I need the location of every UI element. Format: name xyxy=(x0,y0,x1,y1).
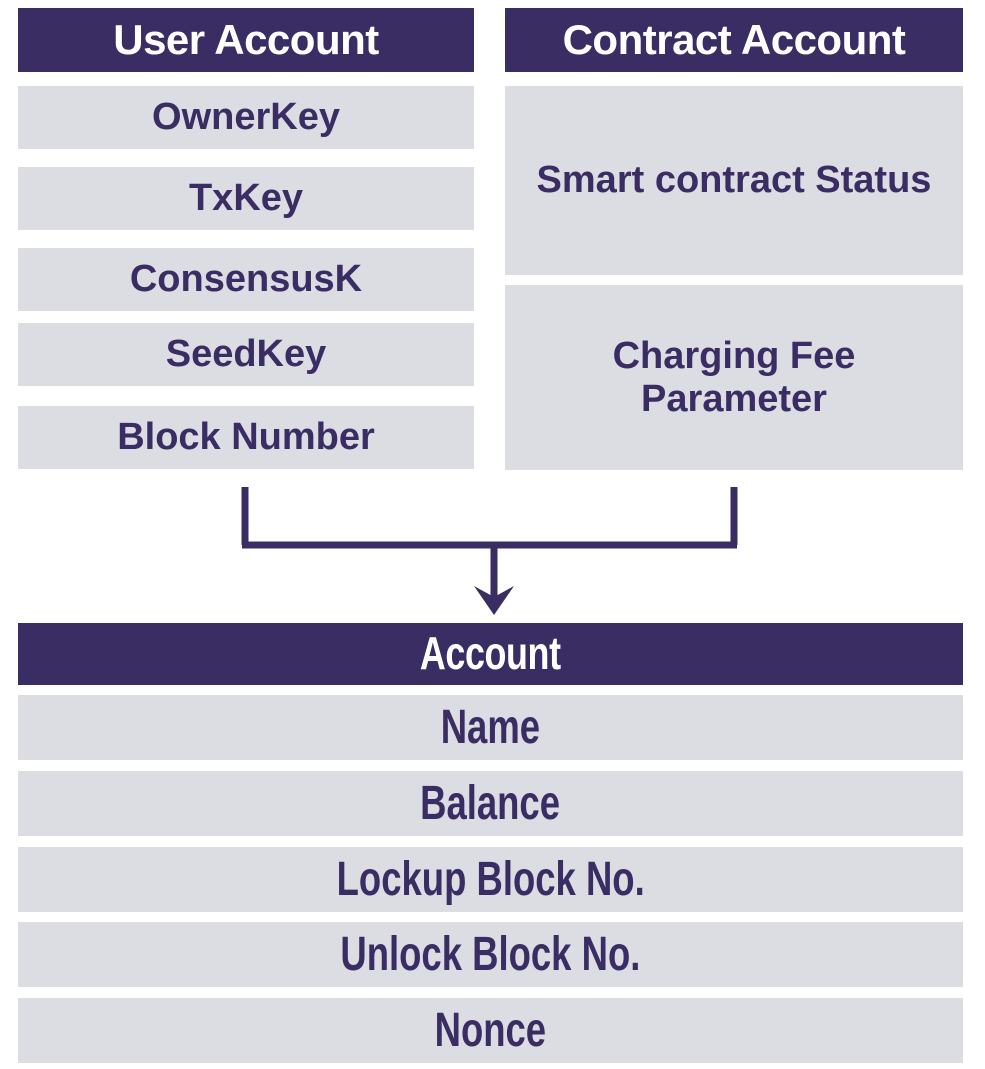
user-account-field-seedkey: SeedKey xyxy=(18,323,474,386)
contract-account-field-charging-fee-parameter-label: Charging Fee Parameter xyxy=(612,334,856,420)
user-account-field-block-number: Block Number xyxy=(18,406,474,469)
connector-arrow-head-icon xyxy=(474,586,514,615)
account-header: Account xyxy=(18,623,963,685)
user-account-header: User Account xyxy=(18,8,474,72)
user-account-field-txkey: TxKey xyxy=(18,167,474,230)
account-field-lockup-block-no-label: Lockup Block No. xyxy=(336,852,645,906)
account-field-balance-label: Balance xyxy=(420,776,561,830)
contract-account-field-smart-contract-status: Smart contract Status xyxy=(505,86,963,275)
account-field-unlock-block-no-label: Unlock Block No. xyxy=(340,927,641,981)
contract-account-field-charging-fee-parameter: Charging Fee Parameter xyxy=(505,285,963,470)
account-field-unlock-block-no: Unlock Block No. xyxy=(18,922,963,987)
user-account-field-ownerkey: OwnerKey xyxy=(18,86,474,149)
account-field-name: Name xyxy=(18,695,963,760)
account-field-nonce: Nonce xyxy=(18,998,963,1063)
merge-connector xyxy=(241,487,738,615)
contract-account-field-smart-contract-status-label: Smart contract Status xyxy=(536,159,932,202)
account-field-name-label: Name xyxy=(440,700,541,754)
user-account-field-consensusk: ConsensusK xyxy=(18,248,474,311)
account-field-lockup-block-no: Lockup Block No. xyxy=(18,847,963,912)
contract-account-header: Contract Account xyxy=(505,8,963,72)
account-field-balance: Balance xyxy=(18,771,963,836)
account-field-nonce-label: Nonce xyxy=(434,1003,547,1057)
account-header-label: Account xyxy=(420,627,561,680)
